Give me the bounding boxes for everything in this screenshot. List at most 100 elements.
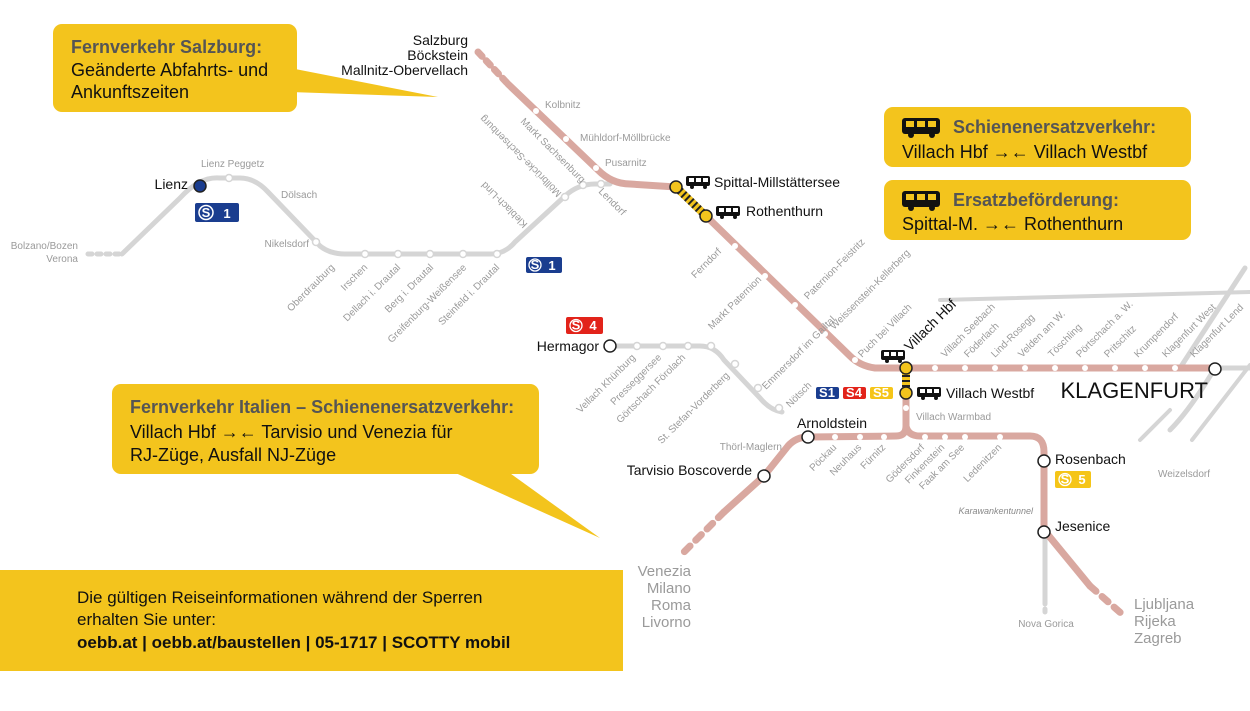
dest-salzburg: Salzburg [413,32,468,48]
callout-ersatz-text: Spittal-M. →← Rothenthurn [902,214,1123,234]
badge-s5-rosenbach: S 5 [1055,471,1091,488]
svg-text:S: S [531,257,540,272]
station-villach-hbf-marker [899,361,913,375]
dest-boeckstein: Böckstein [407,47,468,63]
callout-ersatz-title: Ersatzbeförderung: [953,190,1119,210]
label-tarvisio: Tarvisio Boscoverde [627,462,752,478]
label-kolbnitz: Kolbnitz [545,100,581,111]
station-tarvisio-marker [757,469,771,483]
dest-bolzano: Bolzano/Bozen [11,241,78,252]
label-kleblach: Kleblach-Lind [479,179,530,230]
label-jesenice: Jesenice [1055,518,1110,534]
badge-s1-number: 1 [548,258,555,273]
dest-livorno: Livorno [642,614,691,631]
badge-s4-hermagor: S 4 [566,317,603,334]
badge-row-villach: S1 S4 S5 [816,385,893,400]
bus-icon [902,191,940,211]
footer-line2: erhalten Sie unter: [77,610,216,629]
bus-replacement-segment-spittal [673,184,709,219]
dest-slovenia: Ljubljana Rijeka Zagreb [1134,596,1195,647]
svg-text:S5: S5 [873,385,889,400]
svg-text:S1: S1 [819,385,835,400]
label-fuernitz: Fürnitz [859,442,888,471]
label-ferndorf: Ferndorf [690,246,725,281]
svg-text:S4: S4 [846,385,863,400]
label-arnoldstein: Arnoldstein [797,415,867,431]
station-dots [224,108,1178,440]
label-thoerl: Thörl-Maglern [720,442,782,453]
callout-salzburg-line3: Ankunftszeiten [71,82,189,102]
callout-italien-title: Fernverkehr Italien – Schienenersatzverk… [130,397,514,417]
callout-ersatz: Ersatzbeförderung: Spittal-M. →← Rothent… [884,180,1191,240]
label-weizelsdorf: Weizelsdorf [1158,469,1210,480]
station-hermagor-marker [603,339,617,353]
label-ledenitzen: Ledenitzen [962,442,1004,484]
label-klagenfurt: KLAGENFURT [1060,378,1208,403]
label-karawanken: Karawankentunnel [958,506,1034,516]
dest-verona: Verona [46,254,78,265]
callout-salzburg: Fernverkehr Salzburg: Geänderte Abfahrts… [53,24,438,112]
station-jesenice-marker [1037,525,1051,539]
badge-s5-number: 5 [1078,472,1085,487]
label-paternion-feistritz: Paternion-Feistritz [802,237,867,302]
badge-s1-drau: S 1 [526,257,562,273]
label-irschen: Irschen [339,262,370,293]
footer-line1: Die gültigen Reiseinformationen während … [77,588,482,607]
label-rothenthurn: Rothenthurn [746,203,823,219]
station-rothenthurn-marker [699,209,713,223]
label-emmersdorf: Emmersdorf im Gailtal [760,314,838,392]
station-klagenfurt-marker [1208,362,1222,376]
bus-icon [902,118,940,138]
label-nikelsdorf: Nikelsdorf [265,239,310,250]
station-lienz-marker [193,179,207,193]
label-lendorf: Lendorf [596,186,628,218]
callout-salzburg-title: Fernverkehr Salzburg: [71,37,262,57]
bus-icon [917,387,941,400]
bus-icon [716,206,740,219]
badge-s1-number: 1 [223,206,230,221]
station-rosenbach-marker [1037,454,1051,468]
label-lienz: Lienz [155,176,188,192]
label-st-stefan: St. Stefan-Vorderberg [656,370,732,446]
dest-ljubljana: Ljubljana [1134,596,1195,613]
station-spittal-marker [669,180,683,194]
label-nova-gorica: Nova Gorica [1018,619,1074,630]
dest-roma: Roma [651,597,692,614]
label-muehldorf: Mühldorf-Möllbrücke [580,133,671,144]
callout-italien-line3: RJ-Züge, Ausfall NJ-Züge [130,445,336,465]
label-dellach: Dellach i. Drautal [341,262,403,324]
callout-italien: Fernverkehr Italien – Schienenersatzverk… [112,384,600,538]
label-spittal: Spittal-Millstättersee [714,174,840,190]
badge-s1-lienz: S 1 [195,203,239,222]
dest-milano: Milano [647,580,691,597]
callout-italien-line2: Villach Hbf →← Tarvisio und Venezia für [130,422,453,442]
footer-line3: oebb.at | oebb.at/baustellen | 05-1717 |… [77,633,510,652]
dest-north: Salzburg Böckstein Mallnitz-Obervellach [341,32,468,78]
label-steinfeld: Steinfeld i. Drautal [437,262,503,328]
major-station-labels: Lienz Spittal-Millstättersee Rothenthurn… [155,174,1208,534]
label-lienz-peggetz: Lienz Peggetz [201,159,264,170]
label-rosenbach: Rosenbach [1055,451,1126,467]
station-villach-westbf-marker [899,386,913,400]
dest-rijeka: Rijeka [1134,613,1176,630]
label-villach-warmbad: Villach Warmbad [916,412,991,423]
label-markt-paternion: Markt Paternion [706,274,764,332]
badge-s4-number: 4 [589,318,597,333]
callout-sev-title: Schienenersatzverkehr: [953,117,1156,137]
major-station-markers [193,179,1222,539]
svg-text:S: S [1061,472,1070,487]
dest-zagreb: Zagreb [1134,630,1182,647]
dest-west: Bolzano/Bozen Verona [11,241,79,265]
dest-mallnitz: Mallnitz-Obervellach [341,62,468,78]
bus-icon [881,350,905,363]
label-villach-westbf: Villach Westbf [946,385,1034,401]
svg-text:S: S [202,205,211,220]
callout-sev: Schienenersatzverkehr: Villach Hbf →← Vi… [884,107,1191,167]
dest-venezia: Venezia [638,563,692,580]
station-arnoldstein-marker [801,430,815,444]
label-hermagor: Hermagor [537,338,600,354]
label-pusarnitz: Pusarnitz [605,158,647,169]
footer-info-box: Die gültigen Reiseinformationen während … [0,570,623,671]
label-noetsch: Nötsch [784,380,814,410]
